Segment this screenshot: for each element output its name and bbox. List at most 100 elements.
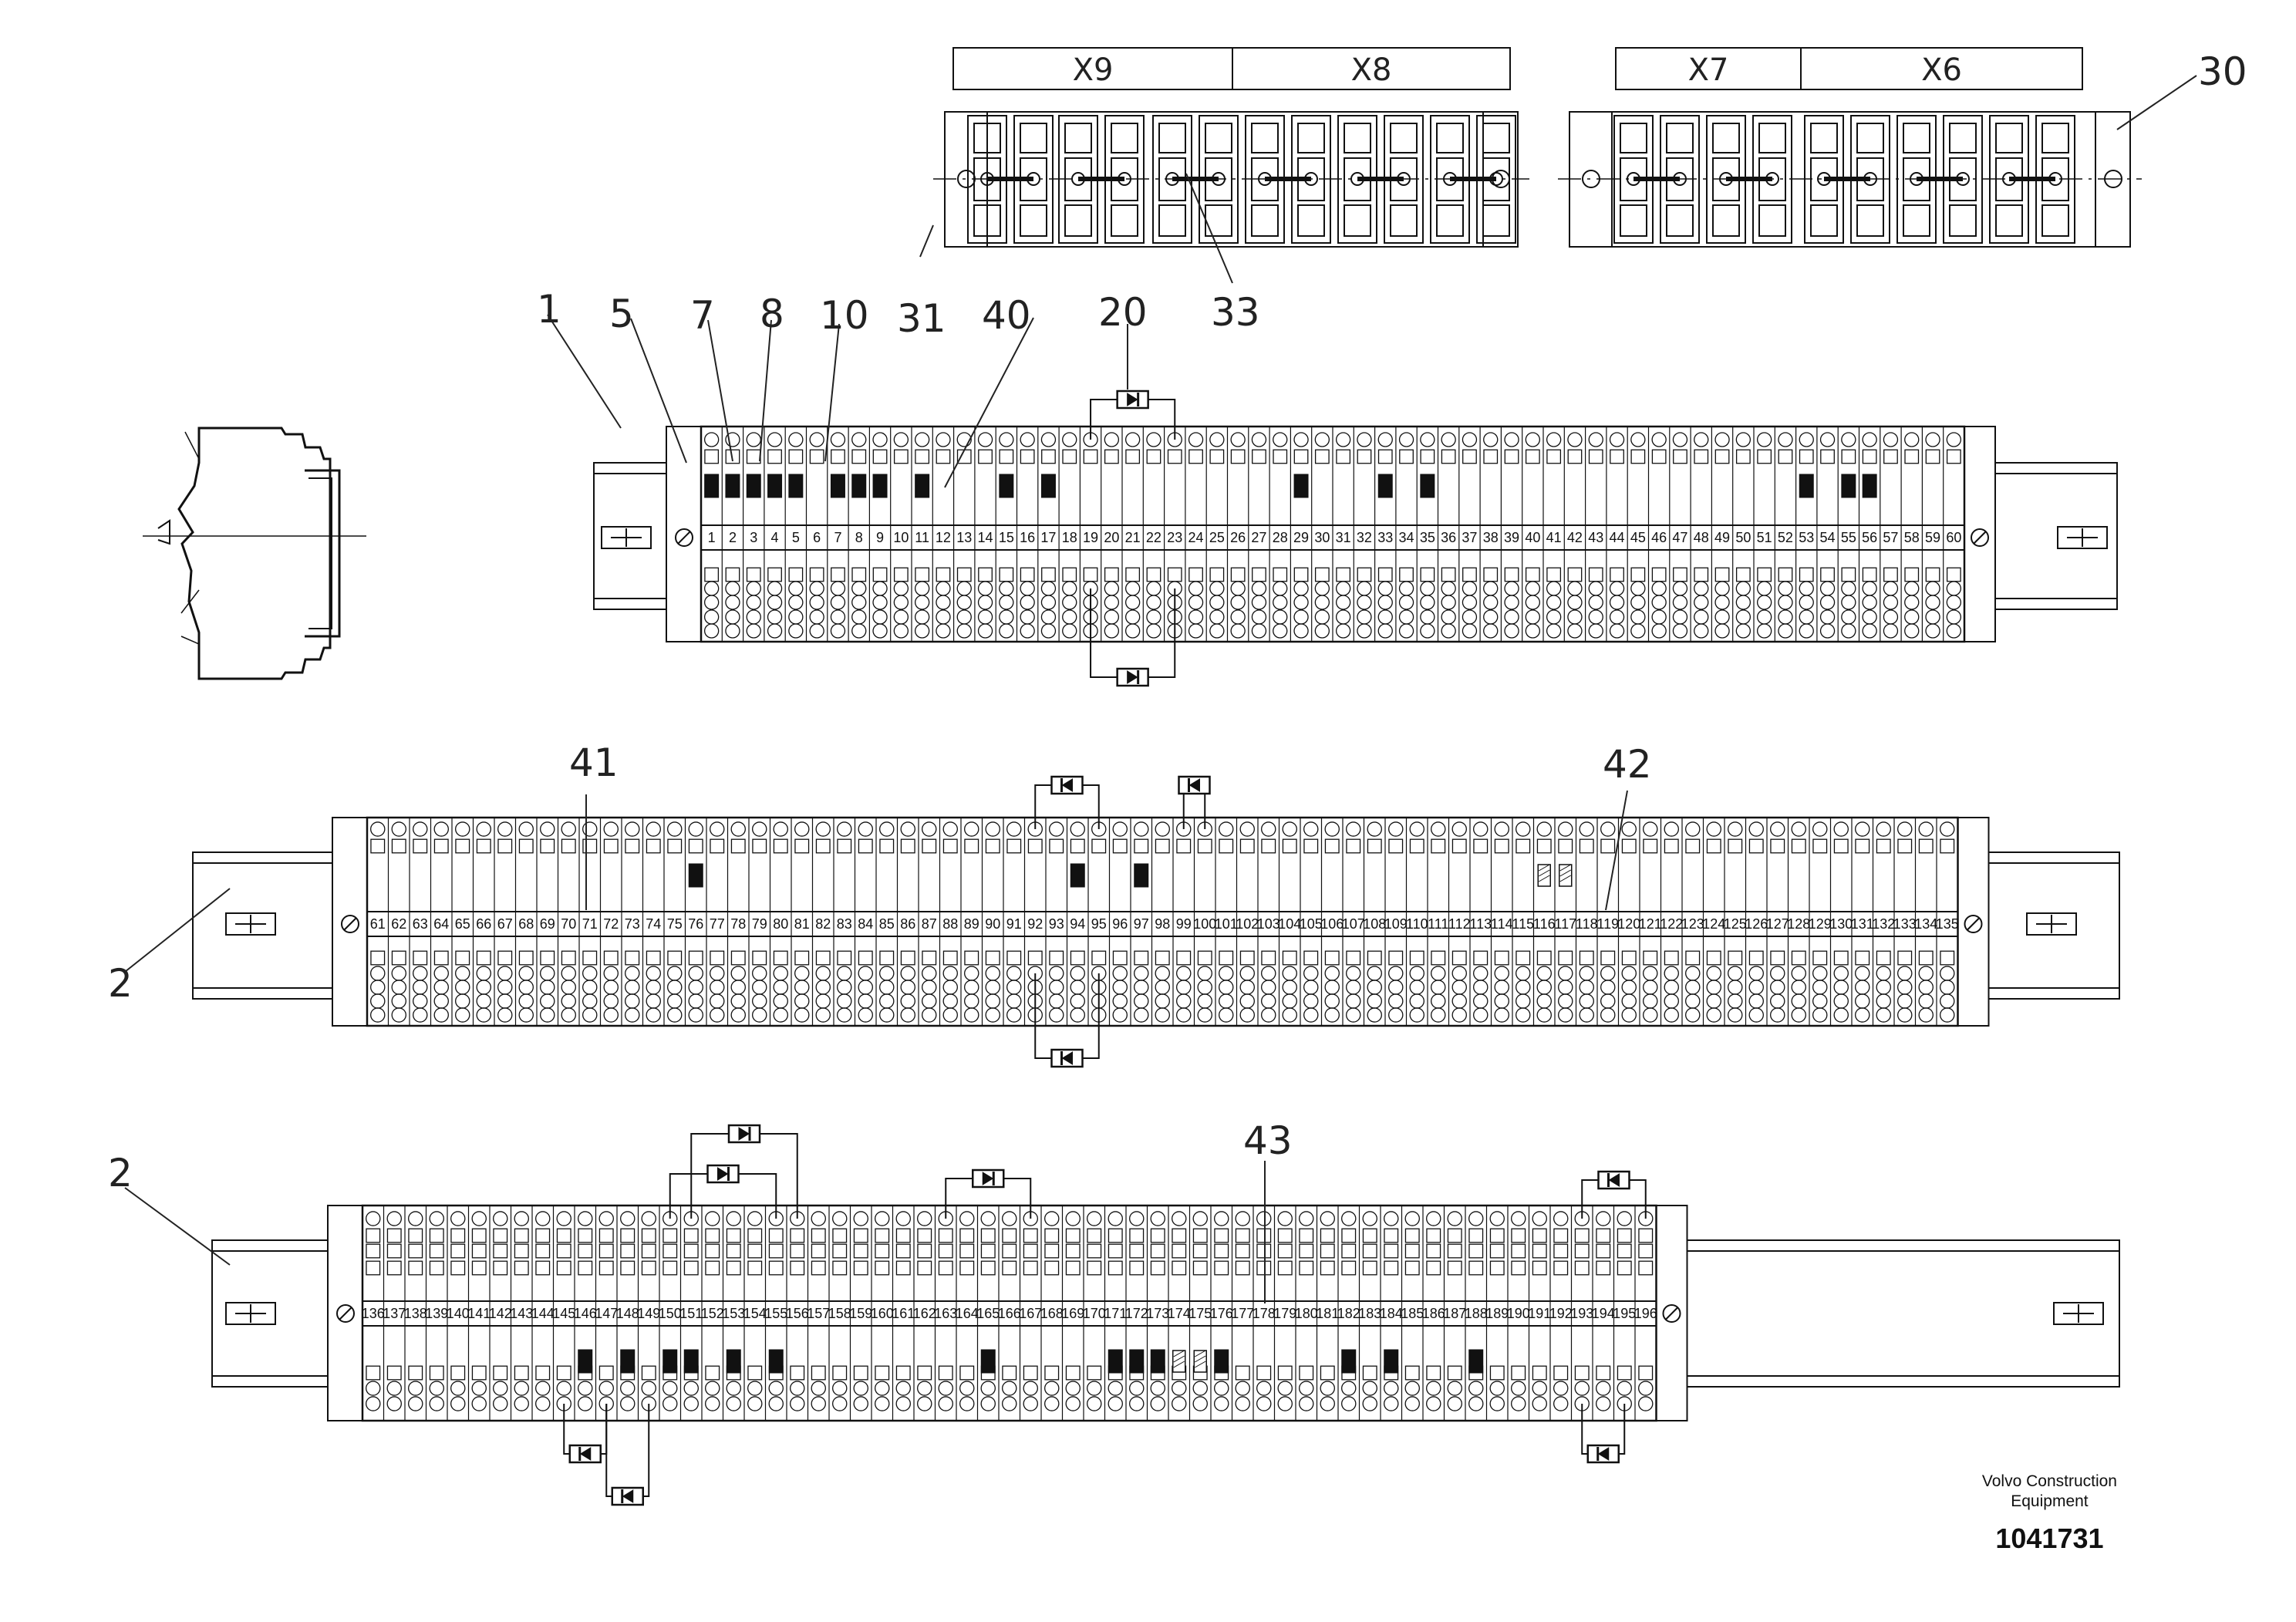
terminal-number: 1	[708, 530, 716, 545]
terminal-number: 100	[1193, 916, 1216, 932]
clamp-hole	[1188, 595, 1204, 610]
clamp-screw	[1420, 449, 1435, 464]
clamp-hole	[1404, 1211, 1420, 1226]
terminal-block: 49	[1711, 427, 1730, 642]
clamp-screw	[1346, 950, 1361, 966]
clamp-hole	[1883, 623, 1899, 639]
clamp-screw	[1299, 1260, 1314, 1276]
clamp-hole	[1489, 1396, 1505, 1411]
clamp-screw	[1511, 1260, 1526, 1276]
clamp-screw	[747, 1243, 763, 1259]
clamp-screw	[1638, 1365, 1654, 1381]
clamp-hole	[1525, 623, 1541, 639]
clamp-hole	[1239, 821, 1255, 837]
diode-triangle	[1127, 670, 1138, 684]
clamp-screw	[620, 1260, 636, 1276]
clamp-hole	[1588, 595, 1603, 610]
clamp-screw	[1020, 449, 1035, 464]
clamp-screw	[476, 950, 491, 966]
clamp-hole	[391, 1007, 406, 1023]
clamp-hole	[1596, 1396, 1611, 1411]
clamp-hole	[1664, 1007, 1679, 1023]
relay-bottom-window	[1620, 204, 1647, 237]
clamp-screw	[1651, 449, 1667, 464]
terminal-block: 98	[1151, 818, 1170, 1026]
clamp-screw	[980, 1228, 996, 1243]
terminal-number: 24	[1188, 530, 1204, 545]
clamp-hole	[1261, 1007, 1276, 1023]
jumper-marker	[746, 474, 761, 498]
hatch	[1195, 1355, 1206, 1363]
terminal-number: 111	[1428, 916, 1448, 932]
clamp-hole	[1596, 1211, 1611, 1226]
terminal-block: 3	[742, 427, 761, 642]
terminal-number: 186	[1422, 1306, 1445, 1321]
clamp-hole	[1299, 1211, 1314, 1226]
clamp-hole	[1070, 821, 1085, 837]
clamp-screw	[1748, 838, 1764, 854]
screw-head	[341, 915, 359, 933]
clamp-hole	[1209, 432, 1225, 447]
callout-7: 7	[690, 293, 715, 338]
terminal-number: 115	[1512, 916, 1534, 932]
clamp-hole	[1150, 1396, 1165, 1411]
clamp-hole	[620, 1396, 636, 1411]
terminal-block: 123	[1681, 818, 1704, 1026]
clamp-hole	[1299, 1396, 1314, 1411]
clamp-screw	[1451, 950, 1467, 966]
clamp-screw	[1197, 950, 1212, 966]
terminal-block: 83	[833, 818, 852, 1026]
clamp-screw	[1104, 449, 1119, 464]
clamp-hole	[413, 1007, 428, 1023]
clamp-hole	[1293, 432, 1309, 447]
clamp-hole	[1176, 1007, 1192, 1023]
terminal-number: 167	[1019, 1306, 1042, 1321]
clamp-screw	[450, 1228, 466, 1243]
jumper-marker	[851, 474, 867, 498]
clamp-hole	[1511, 1396, 1526, 1411]
clamp-screw	[1239, 838, 1255, 854]
clamp-screw	[1441, 449, 1456, 464]
terminal-block: 162	[913, 1206, 936, 1421]
clamp-screw	[959, 1260, 975, 1276]
clamp-hole	[1293, 623, 1309, 639]
clamp-hole	[535, 1396, 551, 1411]
clamp-screw	[471, 1228, 487, 1243]
clamp-screw	[1108, 1228, 1123, 1243]
terminal-block: 9	[868, 427, 888, 642]
diode-jumper	[1034, 973, 1100, 1068]
terminal-block: 114	[1491, 818, 1513, 1026]
terminal-block: 21	[1121, 427, 1141, 642]
relay-top-window	[1666, 123, 1694, 153]
clamp-hole	[1876, 821, 1891, 837]
clamp-hole	[1251, 432, 1267, 447]
relay-bottom-window	[1949, 204, 1977, 237]
hatch-line	[180, 636, 200, 645]
clamp-hole	[1841, 432, 1856, 447]
terminal-block: 75	[663, 818, 683, 1026]
clamp-screw	[726, 1243, 741, 1259]
terminal-number: 117	[1554, 916, 1576, 932]
clamp-hole	[1553, 1381, 1569, 1396]
terminal-number: 91	[1006, 916, 1022, 932]
hatch	[1173, 1350, 1185, 1357]
clamp-screw	[875, 1228, 890, 1243]
screw-slot	[1966, 917, 1981, 931]
terminal-number: 171	[1104, 1306, 1127, 1321]
terminal-number: 187	[1443, 1306, 1466, 1321]
terminal-number: 162	[913, 1306, 936, 1321]
clamp-hole	[893, 432, 909, 447]
clamp-hole	[959, 1381, 975, 1396]
clamp-hole	[1694, 432, 1709, 447]
terminal-number: 73	[625, 916, 640, 932]
terminal-block: 91	[1003, 818, 1022, 1026]
terminal-number: 7	[834, 530, 841, 545]
clamp-hole	[1918, 821, 1934, 837]
clamp-hole	[768, 1396, 784, 1411]
relay-bottom-window	[1666, 204, 1694, 237]
clamp-hole	[936, 595, 951, 610]
clamp-hole	[1146, 595, 1161, 610]
terminal-number: 157	[807, 1306, 830, 1321]
clamp-hole	[980, 1211, 996, 1226]
terminal-number: 180	[1295, 1306, 1318, 1321]
